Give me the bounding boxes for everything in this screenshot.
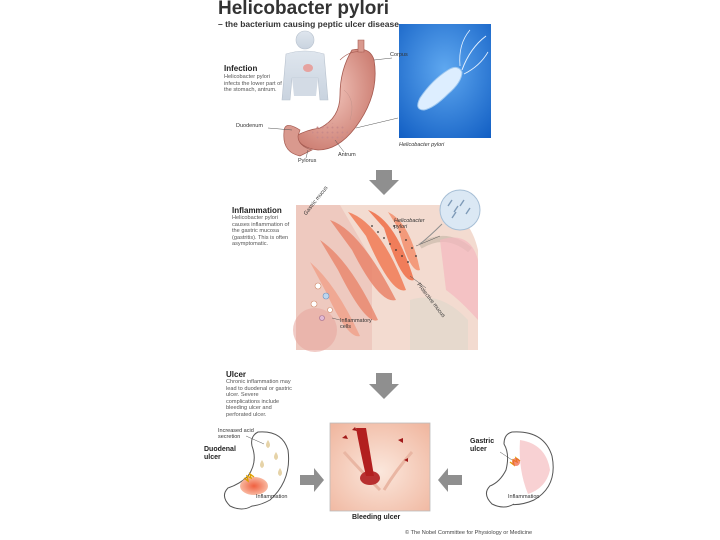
down-arrow-2 xyxy=(369,373,399,399)
bacterium-micrograph xyxy=(399,24,491,138)
bleeding-ulcer-closeup xyxy=(329,422,431,512)
label-antrum: Antrum xyxy=(338,152,356,158)
copyright-notice: © The Nobel Committee for Physiology or … xyxy=(405,530,533,536)
label-inflammatory-cells: Inflammatory cells xyxy=(340,318,372,330)
label-pylorus: Pylorus xyxy=(298,158,317,164)
down-arrow-1 xyxy=(369,170,399,195)
infection-text: Helicobacter pylori infects the lower pa… xyxy=(224,74,282,94)
inflammation-text: Helicobacter pylori causes inflammation … xyxy=(232,215,290,248)
label-bleeding-ulcer: Bleeding ulcer xyxy=(352,514,401,521)
stomach-illustration xyxy=(267,39,399,159)
label-increased-acid: Increased acid secretion xyxy=(218,428,254,440)
label-gastric-ulcer: Gastric ulcer xyxy=(470,438,495,453)
infection-heading: Infection xyxy=(224,64,258,73)
human-figure xyxy=(281,30,329,101)
stomach-gastric-ulcer xyxy=(486,431,554,508)
ulcer-text: Chronic inflammation may lead to duodena… xyxy=(226,379,292,418)
page-title: Helicobacter pylori xyxy=(218,0,390,19)
inflammation-heading: Inflammation xyxy=(232,206,282,215)
label-corpus: Corpus xyxy=(390,52,408,58)
inflammatory-cells xyxy=(310,282,333,321)
label-inflammation-left: Inflammation xyxy=(256,494,288,500)
ulcer-heading: Ulcer xyxy=(226,370,247,379)
label-inflammation-right: Inflammation xyxy=(508,494,540,500)
label-duodenal-ulcer: Duodenal ulcer xyxy=(204,446,236,461)
page-subtitle: – the bacterium causing peptic ulcer dis… xyxy=(218,19,399,29)
stomach-duodenal-ulcer xyxy=(224,431,290,510)
right-arrow-into-closeup xyxy=(438,468,462,492)
magnified-bacteria-bubble xyxy=(419,189,481,245)
left-arrow-into-closeup xyxy=(300,468,324,492)
label-duodenum: Duodenum xyxy=(236,123,263,129)
mucosa-cross-section xyxy=(293,205,478,352)
micrograph-caption: Helicobacter pylori xyxy=(399,142,445,148)
label-bacterium: Helicobacter pylori xyxy=(394,218,425,230)
